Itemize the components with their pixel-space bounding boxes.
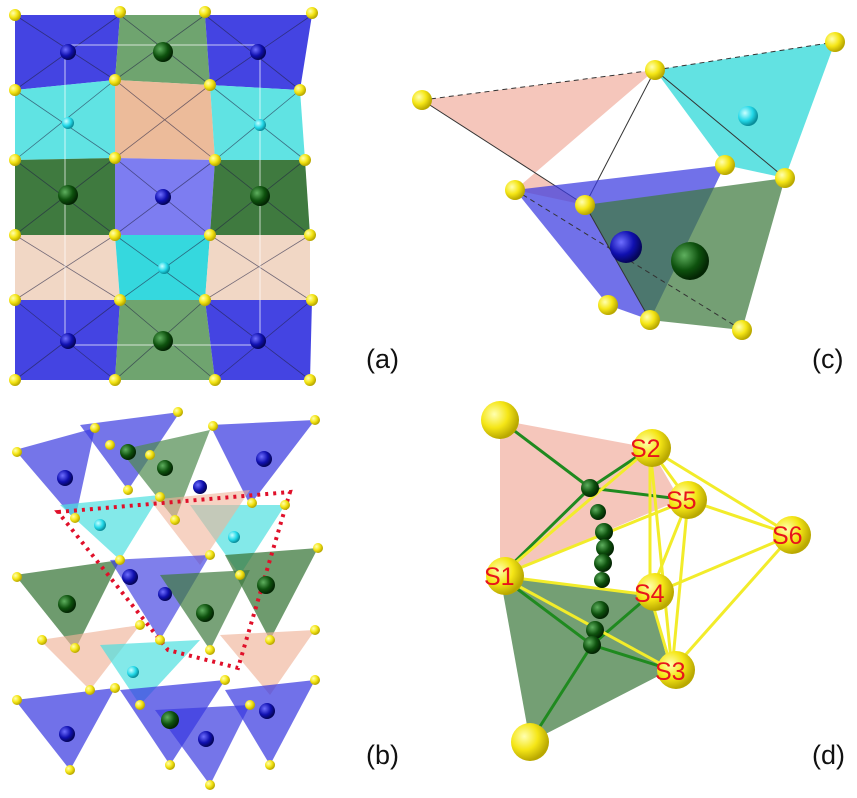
green-cation — [153, 331, 173, 351]
green-cation — [671, 242, 709, 280]
panel-label-d: (d) — [812, 740, 845, 770]
site-label-s2: S2 — [630, 435, 661, 463]
peach-tetrahedron — [40, 625, 140, 690]
site-s4 — [636, 573, 674, 611]
panel-label-c: (c) — [812, 344, 843, 374]
cyan-cation — [254, 119, 266, 131]
anion-sphere-top — [481, 401, 519, 439]
site-s6 — [773, 516, 811, 554]
diffusion-path-spheres — [581, 479, 614, 654]
site-s2 — [633, 429, 671, 467]
site-label-s6: S6 — [772, 522, 803, 550]
panel-d-interstitial-sites: S1 S2 S3 S4 S5 S6 (d) — [481, 401, 845, 770]
blue-cation — [60, 44, 76, 60]
blue-cation — [610, 231, 642, 263]
site-s3 — [657, 651, 695, 689]
peach-tetrahedron — [422, 70, 655, 205]
blue-cation — [60, 333, 76, 349]
selected-cluster-outline — [54, 489, 293, 671]
blue-cation — [250, 44, 266, 60]
anion-spheres — [412, 32, 845, 340]
panel-a-unit-cell-projection: (a) — [9, 6, 399, 386]
cyan-tetrahedron — [100, 640, 200, 705]
blue-cation — [250, 333, 266, 349]
panel-b-perspective-view: (b) — [12, 407, 399, 790]
green-tetrahedron — [225, 548, 318, 640]
site-s5 — [669, 481, 707, 519]
green-tetrahedron — [500, 576, 670, 742]
green-cation — [58, 185, 78, 205]
blue-cation — [155, 189, 171, 205]
site-s1 — [486, 557, 524, 595]
panel-c-tetrahedra-cluster: (c) — [412, 32, 845, 374]
cation-spheres — [57, 444, 275, 747]
cyan-cation — [738, 106, 758, 126]
anion-sphere-bottom — [511, 723, 549, 761]
site-label-s4: S4 — [634, 580, 665, 608]
blue-tetrahedron — [15, 428, 95, 520]
panel-label-b: (b) — [366, 740, 399, 770]
cyan-tetrahedron — [60, 495, 160, 560]
green-cation — [153, 42, 173, 62]
cyan-cation — [62, 117, 74, 129]
green-cation — [250, 186, 270, 206]
anion-spheres — [12, 407, 323, 790]
panel-label-a: (a) — [366, 344, 399, 374]
peach-tetrahedron — [150, 490, 250, 565]
site-label-s3: S3 — [655, 658, 686, 686]
site-label-s1: S1 — [484, 563, 515, 591]
cyan-cation — [158, 262, 170, 274]
anion-spheres — [9, 6, 318, 386]
site-label-s5: S5 — [666, 487, 697, 515]
